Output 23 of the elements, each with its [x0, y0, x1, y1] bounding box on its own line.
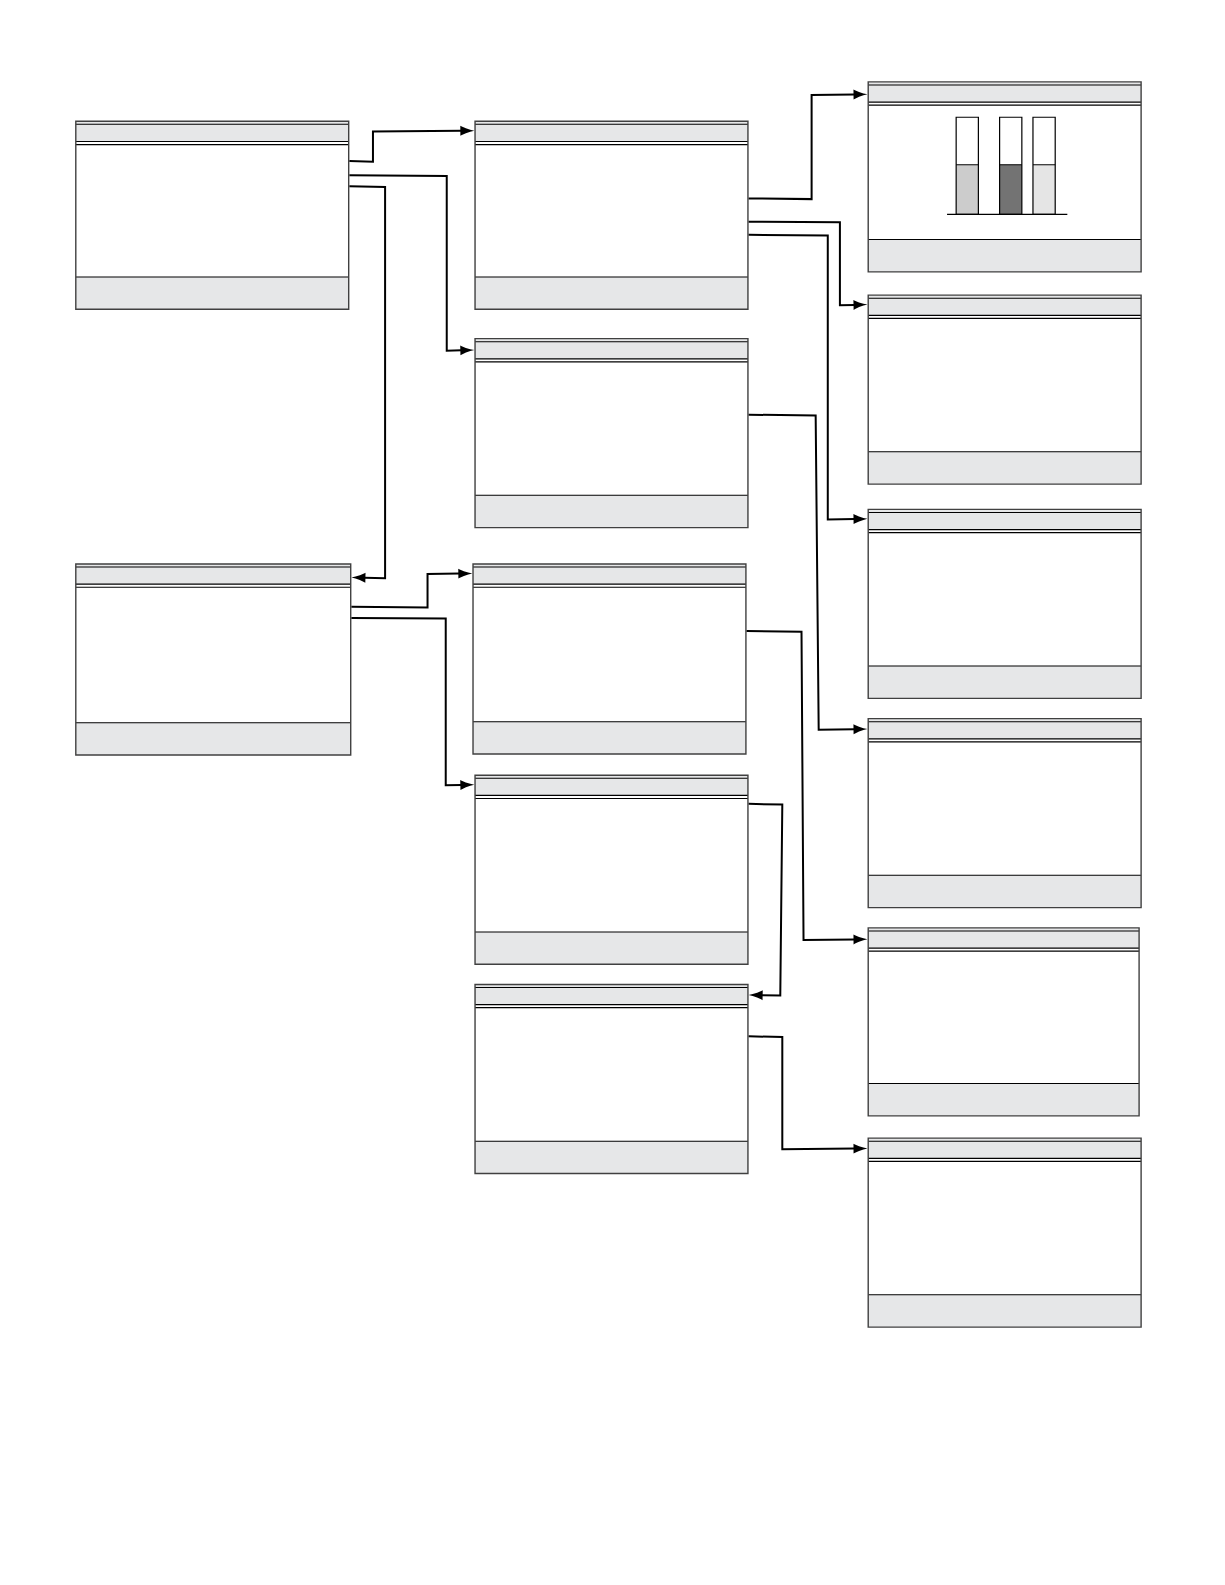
arrow: [747, 233, 865, 524]
screen-box: [474, 120, 749, 310]
screen-box: [474, 337, 749, 529]
arrow: [348, 185, 387, 582]
screen-box: [867, 294, 1142, 485]
screen-box: [75, 563, 352, 756]
arrow: [348, 174, 471, 355]
arrow: [745, 630, 865, 944]
arrow: [747, 1035, 865, 1153]
arrow: [747, 802, 784, 1000]
screen-box: [867, 717, 1142, 909]
screen-box: [867, 81, 1142, 273]
screen-box: [75, 120, 350, 310]
arrow: [747, 90, 865, 201]
screen-box: [867, 927, 1140, 1117]
screen-box: [474, 983, 749, 1175]
screen-box: [472, 563, 747, 755]
arrow: [348, 126, 471, 163]
screen-box: [474, 774, 749, 965]
screen-box: [867, 508, 1142, 700]
arrow: [747, 413, 865, 734]
screen-box: [867, 1137, 1142, 1328]
arrow: [747, 220, 865, 310]
